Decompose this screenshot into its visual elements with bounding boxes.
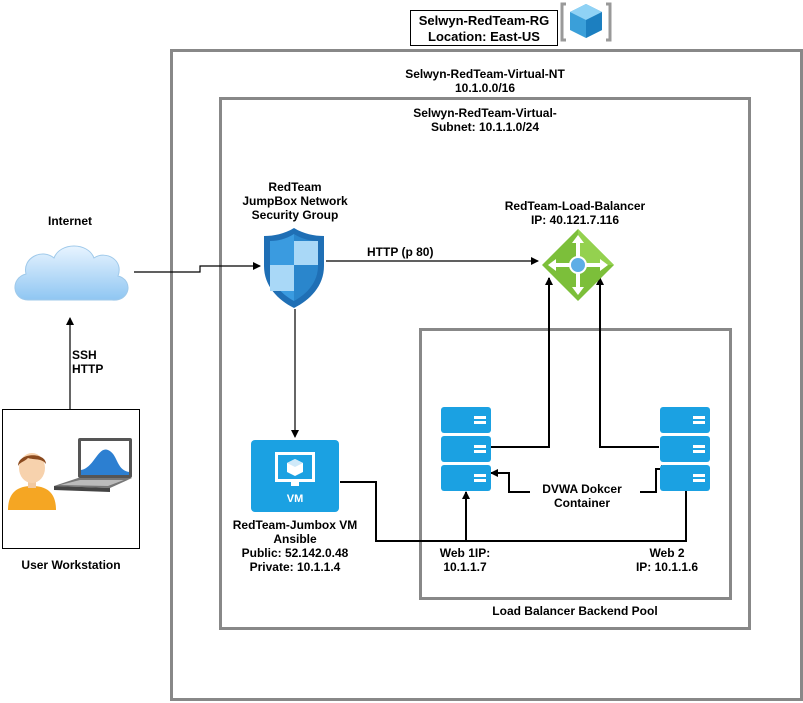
internet-to-nsg-link <box>134 262 261 273</box>
jumpbox-role: Ansible <box>273 532 317 546</box>
load-balancer-icon <box>542 229 614 301</box>
jumpbox-public-ip: Public: 52.142.0.48 <box>241 546 349 560</box>
container-name: DVWA Dokcer <box>542 482 622 496</box>
vnet-boundary <box>170 49 803 701</box>
web1-name: Web 1IP: <box>439 546 491 560</box>
jumpbox-label: RedTeam-Jumbox VM Ansible Public: 52.142… <box>215 518 375 574</box>
web1-to-lb-link <box>490 277 553 448</box>
vnet-name-label: Selwyn-RedTeam-Virtual-NT 10.1.0.0/16 <box>380 67 590 95</box>
web2-name: Web 2 <box>649 546 685 560</box>
web1-server-icon <box>441 407 491 491</box>
http-link-label: HTTP (p 80) <box>367 245 434 259</box>
backend-pool-label: Load Balancer Backend Pool <box>492 604 658 618</box>
user-icon <box>8 453 56 510</box>
workstation-label: User Workstation <box>21 558 121 572</box>
laptop-icon <box>54 438 132 492</box>
vnet-name: Selwyn-RedTeam-Virtual-NT <box>405 67 565 81</box>
container-label: DVWA Dokcer Container <box>522 482 642 510</box>
container-type: Container <box>553 496 610 510</box>
backend-pool-boundary <box>419 328 732 600</box>
nsg-label-line2: JumpBox Network <box>242 194 348 208</box>
web2-label: Web 2 IP: 10.1.1.6 <box>627 546 707 574</box>
vm-icon-text: VM <box>286 493 304 505</box>
vm-to-web2-link <box>466 481 690 542</box>
resource-group-icon <box>560 2 612 42</box>
nsg-label-line3: Security Group <box>251 208 339 222</box>
subnet-name-label: Selwyn-RedTeam-Virtual- Subnet: 10.1.1.0… <box>380 106 590 134</box>
vm-to-web-link <box>340 481 470 542</box>
monitor-icon <box>275 452 315 486</box>
cloud-icon <box>14 245 129 301</box>
subnet-boundary <box>219 97 751 630</box>
resource-group-location: Location: East-US <box>428 29 540 44</box>
container-to-web1-link <box>490 469 530 493</box>
subnet-cidr: Subnet: 10.1.1.0/24 <box>430 120 540 134</box>
jumpbox-name: RedTeam-Jumbox VM <box>232 518 358 532</box>
vnet-cidr: 10.1.0.0/16 <box>454 81 516 95</box>
subnet-name: Selwyn-RedTeam-Virtual- <box>413 106 557 120</box>
workstation-box <box>2 409 140 549</box>
web1-label: Web 1IP: 10.1.1.7 <box>425 546 505 574</box>
web1-ip: 10.1.1.7 <box>443 560 487 574</box>
ssh-label: SSH <box>72 348 97 362</box>
shield-icon <box>264 228 324 308</box>
ssh-http-label: SSH HTTP <box>72 348 103 376</box>
nsg-label: RedTeam JumpBox Network Security Group <box>225 180 365 222</box>
http-label: HTTP <box>72 362 104 376</box>
nsg-label-line1: RedTeam <box>268 180 322 194</box>
load-balancer-ip: IP: 40.121.7.116 <box>530 213 620 227</box>
load-balancer-label: RedTeam-Load-Balancer IP: 40.121.7.116 <box>495 199 655 227</box>
resource-group-title: Selwyn-RedTeam-RG Location: East-US <box>410 10 558 46</box>
web2-to-lb-link <box>596 277 659 448</box>
web2-server-icon <box>660 407 710 491</box>
jumpbox-private-ip: Private: 10.1.1.4 <box>249 560 341 574</box>
load-balancer-name: RedTeam-Load-Balancer <box>504 199 646 213</box>
resource-group-name: Selwyn-RedTeam-RG <box>418 13 550 28</box>
internet-label: Internet <box>47 214 92 228</box>
web2-ip: IP: 10.1.1.6 <box>635 560 699 574</box>
vm-icon: VM <box>251 440 339 512</box>
